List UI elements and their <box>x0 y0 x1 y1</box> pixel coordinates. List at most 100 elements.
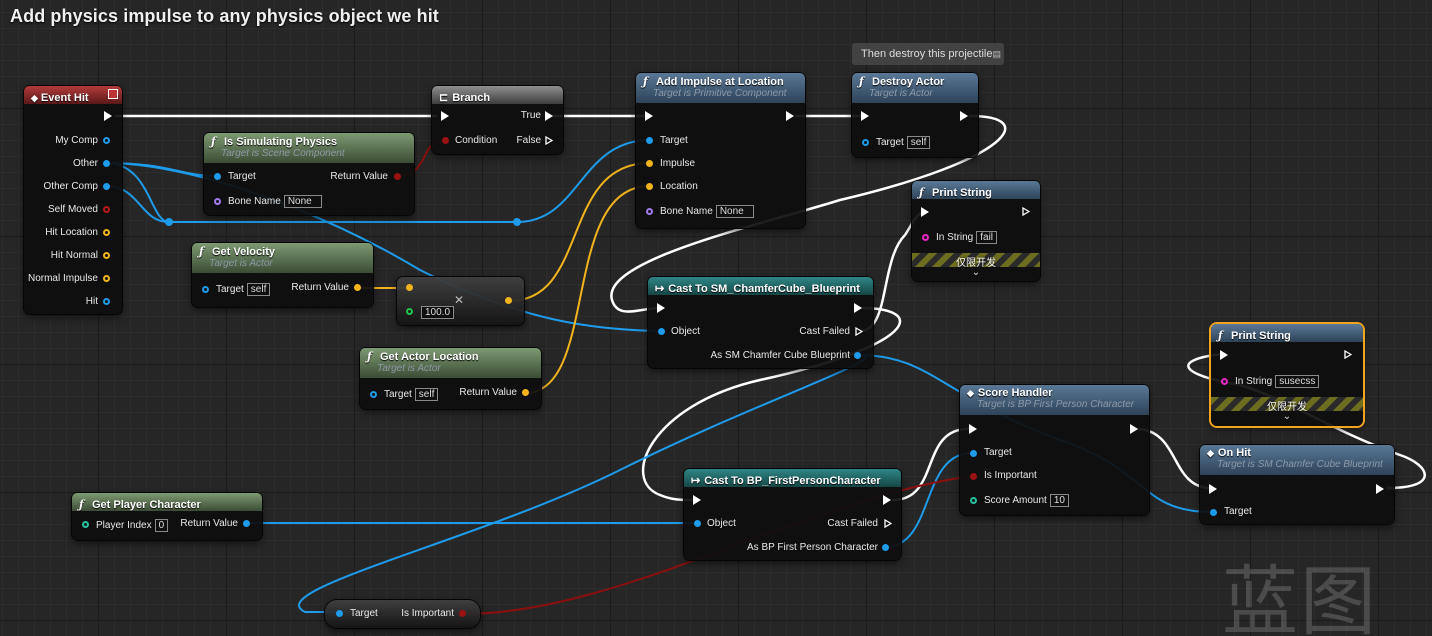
score-amount-pin[interactable] <box>970 497 977 504</box>
branch-node[interactable]: ⊏Branch True Condition False <box>432 86 563 154</box>
object-pin[interactable] <box>694 520 701 527</box>
hit-location-pin[interactable] <box>103 229 110 236</box>
target-pin[interactable] <box>970 450 977 457</box>
exec-in-pin[interactable] <box>1209 484 1217 494</box>
target-self-field[interactable]: self <box>414 388 439 401</box>
multiplier-field[interactable]: 100.0 <box>421 306 455 319</box>
is-important-pin[interactable] <box>970 473 977 480</box>
exec-in-pin[interactable] <box>969 424 977 434</box>
score-handler-node[interactable]: ◆Score Handler Target is BP First Person… <box>960 385 1149 515</box>
in-string-pin[interactable] <box>1221 378 1228 385</box>
node-header[interactable]: ◆On Hit Target is SM Chamfer Cube Bluepr… <box>1200 445 1394 475</box>
exec-in-pin[interactable] <box>645 111 653 121</box>
return-value-pin[interactable] <box>522 389 529 396</box>
my-comp-pin[interactable] <box>103 137 110 144</box>
exec-in-pin[interactable] <box>693 495 701 505</box>
node-header[interactable]: ◆Event Hit <box>24 86 122 104</box>
exec-in-pin[interactable] <box>921 207 929 217</box>
event-hit-node[interactable]: ◆Event Hit My Comp Other Other Comp Self… <box>24 86 122 314</box>
exec-out-pin[interactable] <box>1344 350 1352 359</box>
in-string-pin[interactable] <box>922 234 929 241</box>
bone-name-field[interactable]: None <box>283 195 322 208</box>
result-pin[interactable] <box>505 297 512 304</box>
exec-out-pin[interactable] <box>854 303 862 313</box>
node-header[interactable]: ↦Cast To BP_FirstPersonCharacter <box>684 469 901 487</box>
score-amount-field[interactable]: 10 <box>1049 494 1069 507</box>
cast-to-chamfer-cube-node[interactable]: ↦Cast To SM_ChamferCube_Blueprint Object… <box>648 277 873 368</box>
target-pin[interactable] <box>646 137 653 144</box>
target-pin[interactable] <box>862 139 869 146</box>
is-important-out-pin[interactable] <box>459 610 466 617</box>
is-important-getter-node[interactable]: Target Is Important <box>325 600 480 628</box>
exec-out-pin[interactable] <box>786 111 794 121</box>
return-value-pin[interactable] <box>354 284 361 291</box>
normal-impulse-pin[interactable] <box>103 275 110 282</box>
cast-to-first-person-character-node[interactable]: ↦Cast To BP_FirstPersonCharacter Object … <box>684 469 901 560</box>
bone-name-pin[interactable] <box>646 208 653 215</box>
other-pin[interactable] <box>103 160 110 167</box>
exec-out-pin[interactable] <box>1022 207 1030 216</box>
location-pin[interactable] <box>646 183 653 190</box>
exec-out-pin[interactable] <box>1376 484 1384 494</box>
exec-out-pin[interactable] <box>104 111 112 121</box>
self-moved-pin[interactable] <box>103 206 110 213</box>
target-pin[interactable] <box>214 173 221 180</box>
bone-name-field[interactable]: None <box>715 205 754 218</box>
chevron-down-icon[interactable]: ⌄ <box>971 267 981 278</box>
hit-pin[interactable] <box>103 298 110 305</box>
target-pin[interactable] <box>336 610 343 617</box>
player-index-field[interactable]: 0 <box>154 519 169 532</box>
as-first-person-character-pin[interactable] <box>882 544 889 551</box>
node-header[interactable]: ◆Score Handler Target is BP First Person… <box>960 385 1149 415</box>
target-pin[interactable] <box>1210 509 1217 516</box>
false-exec-pin[interactable] <box>545 136 553 145</box>
target-self-field[interactable]: self <box>246 283 271 296</box>
on-hit-node[interactable]: ◆On Hit Target is SM Chamfer Cube Bluepr… <box>1200 445 1394 524</box>
target-pin[interactable] <box>370 391 377 398</box>
comment-bubble[interactable]: Then destroy this projectile ▤ <box>852 43 1004 65</box>
as-chamfer-cube-pin[interactable] <box>854 352 861 359</box>
vector-in-pin[interactable] <box>406 284 413 291</box>
node-header[interactable]: ⊏Branch <box>432 86 563 104</box>
return-value-pin[interactable] <box>394 173 401 180</box>
target-self-field[interactable]: self <box>906 136 931 149</box>
multiply-node[interactable]: ✕ 100.0 <box>397 277 524 325</box>
comment-pin-icon[interactable]: ▤ <box>992 49 1001 59</box>
delegate-icon[interactable] <box>108 89 118 99</box>
true-exec-pin[interactable] <box>545 111 553 121</box>
in-string-field[interactable]: fail <box>976 231 998 244</box>
other-comp-pin[interactable] <box>103 183 110 190</box>
exec-in-pin[interactable] <box>657 303 665 313</box>
chevron-down-icon[interactable]: ⌄ <box>1282 411 1292 422</box>
exec-out-pin[interactable] <box>1130 424 1138 434</box>
cast-failed-exec-pin[interactable] <box>884 519 892 528</box>
exec-out-pin[interactable] <box>960 111 968 121</box>
condition-pin[interactable] <box>442 137 449 144</box>
object-pin[interactable] <box>658 328 665 335</box>
exec-out-pin[interactable] <box>883 495 891 505</box>
return-value-pin[interactable] <box>243 520 250 527</box>
cast-failed-exec-pin[interactable] <box>855 327 863 336</box>
bone-name-pin[interactable] <box>214 198 221 205</box>
player-index-pin[interactable] <box>82 521 89 528</box>
impulse-pin[interactable] <box>646 160 653 167</box>
node-header[interactable]: ↦Cast To SM_ChamferCube_Blueprint <box>648 277 873 295</box>
exec-in-pin[interactable] <box>441 111 449 121</box>
exec-in-pin[interactable] <box>1220 350 1228 360</box>
